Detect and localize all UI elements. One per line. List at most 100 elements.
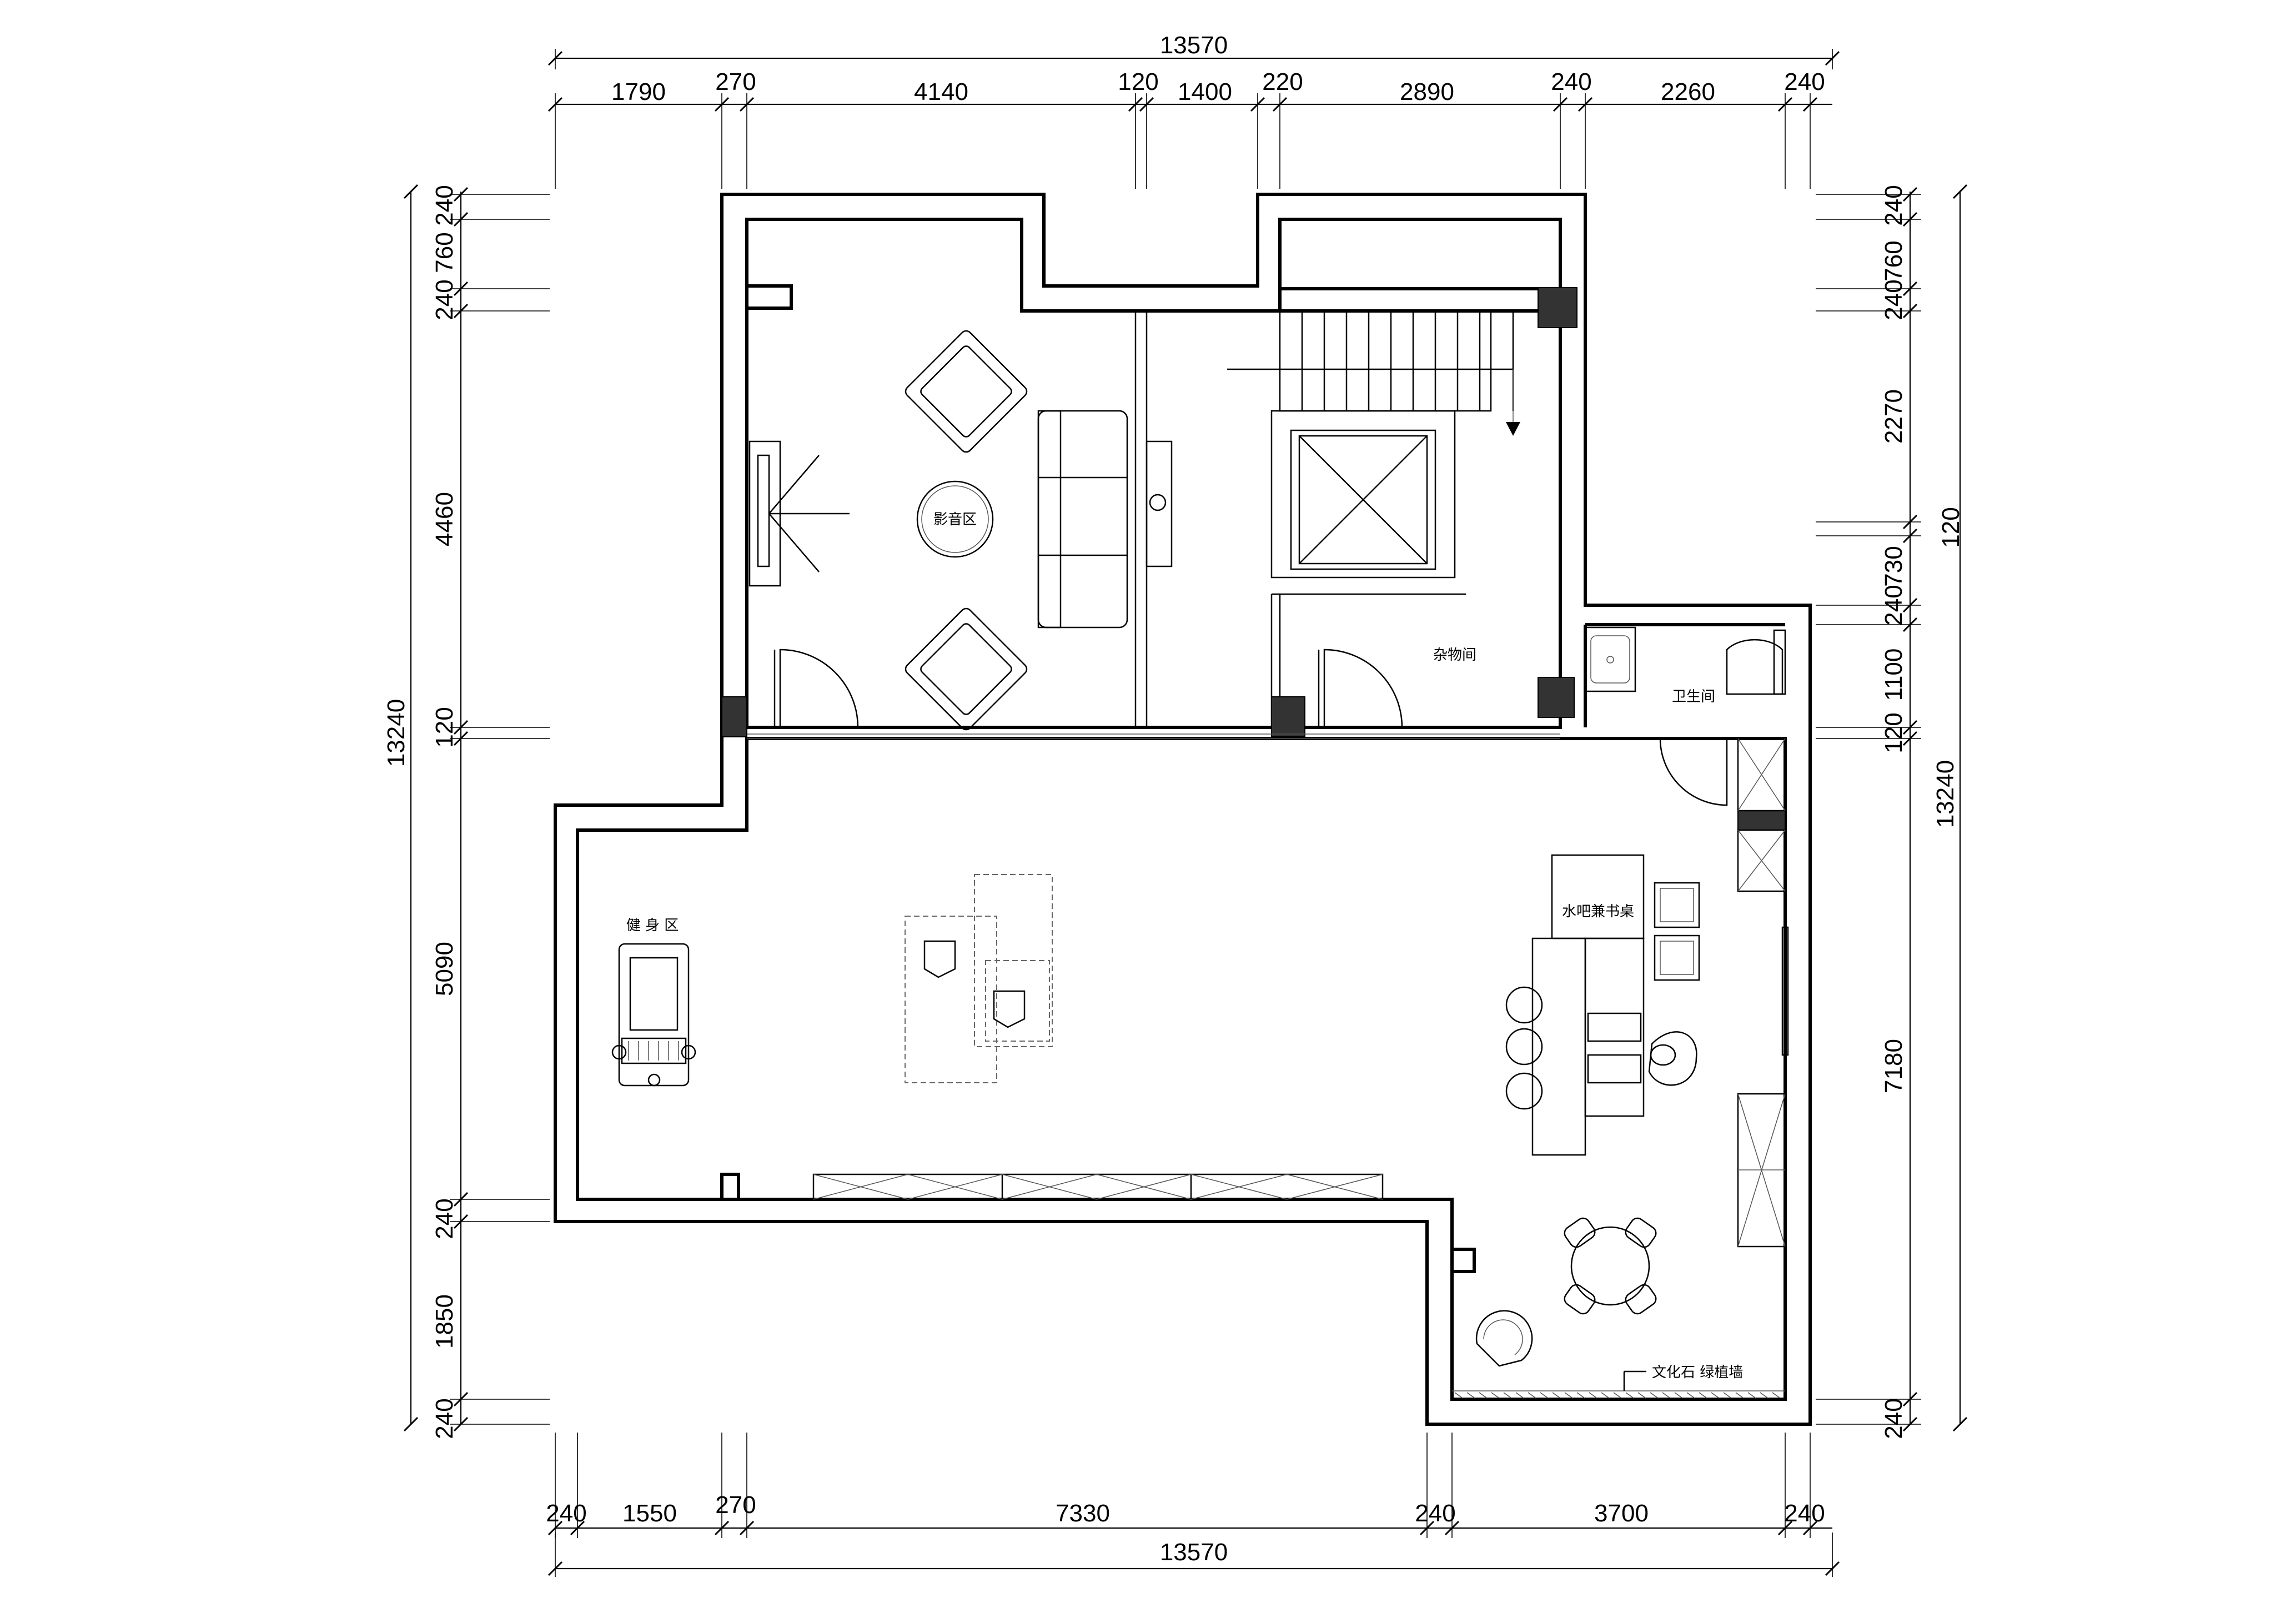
dim-top-4: 1400 bbox=[1178, 78, 1232, 105]
left-dimension-total: 13240 bbox=[383, 184, 419, 1432]
dim-left-8: 240 bbox=[431, 1398, 458, 1439]
desk-chair bbox=[923, 940, 956, 978]
stone-hatch bbox=[1576, 1392, 1585, 1399]
round-table bbox=[1570, 1226, 1650, 1306]
stool bbox=[1654, 934, 1700, 981]
gym-label: 健 身 区 bbox=[626, 917, 679, 934]
toilet bbox=[1726, 639, 1783, 695]
stone-hatch bbox=[1686, 1392, 1695, 1399]
dim-top-2: 4140 bbox=[914, 78, 968, 105]
dim-bottom-6: 240 bbox=[1784, 1500, 1825, 1527]
dim-bottom-2: 270 bbox=[715, 1491, 756, 1519]
bar-stool bbox=[1505, 1072, 1543, 1110]
stone-hatch bbox=[1540, 1392, 1549, 1399]
dim-bottom-total: 13570 bbox=[1160, 1539, 1228, 1566]
top-dimension-chain: 1790 270 4140 120 1400 220 2890 240 2260… bbox=[547, 68, 1832, 189]
bar-stool bbox=[1505, 1028, 1543, 1066]
right-dimension-chain: 240 760 240 2270 120 730 240 1100 120 71… bbox=[1816, 185, 1965, 1439]
stone-hatch bbox=[1491, 1392, 1500, 1399]
dim-right-total: 13240 bbox=[1932, 760, 1959, 828]
dim-right-5: 730 bbox=[1880, 546, 1907, 586]
dim-top-6: 2890 bbox=[1400, 78, 1454, 105]
stone-hatch bbox=[1650, 1392, 1659, 1399]
armchair-bottom bbox=[905, 607, 1028, 731]
dim-right-6: 240 bbox=[1880, 585, 1907, 625]
culture-stone-label: 文化石 绿植墙 bbox=[1652, 1364, 1743, 1381]
dim-top-8: 2260 bbox=[1661, 78, 1715, 105]
chair bbox=[1625, 1217, 1657, 1248]
stone-hatch bbox=[1454, 1392, 1463, 1399]
columns bbox=[721, 287, 1786, 831]
dim-top-3: 120 bbox=[1118, 68, 1158, 96]
door-storage bbox=[1323, 649, 1403, 728]
dim-top-1: 270 bbox=[715, 68, 756, 96]
opening-line bbox=[747, 733, 1560, 739]
dim-left-0: 240 bbox=[431, 185, 458, 225]
stone-hatch bbox=[1564, 1392, 1573, 1399]
elevator bbox=[1270, 410, 1456, 579]
stone-hatch bbox=[1528, 1392, 1536, 1399]
stone-hatch bbox=[1589, 1392, 1597, 1399]
stone-hatch bbox=[1613, 1392, 1622, 1399]
work-desk bbox=[905, 874, 1053, 1083]
av-zone-label: 影音区 bbox=[933, 511, 977, 528]
wall-shelf bbox=[1146, 440, 1173, 567]
lounge-chair bbox=[1475, 1310, 1533, 1367]
wash-basin bbox=[1584, 626, 1636, 692]
dim-left-6: 240 bbox=[431, 1198, 458, 1239]
stone-hatch bbox=[1723, 1392, 1732, 1399]
stone-hatch bbox=[1711, 1392, 1720, 1399]
stone-hatch bbox=[1760, 1392, 1769, 1399]
dim-right-3: 2270 bbox=[1880, 389, 1907, 444]
dim-bottom-1: 1550 bbox=[622, 1500, 677, 1527]
dim-top-7: 240 bbox=[1551, 68, 1591, 96]
stone-hatch bbox=[1772, 1392, 1781, 1399]
stone-hatch bbox=[1625, 1392, 1634, 1399]
dim-left-1: 760 bbox=[431, 232, 458, 273]
dim-top-0: 1790 bbox=[611, 78, 666, 105]
toilet-label: 卫生间 bbox=[1672, 689, 1715, 705]
stone-hatch bbox=[1479, 1392, 1488, 1399]
tv bbox=[757, 454, 770, 567]
bar-desk-label: 水吧兼书桌 bbox=[1562, 903, 1634, 920]
coffee-table bbox=[916, 480, 994, 558]
bar-stool bbox=[1505, 986, 1543, 1024]
dim-bottom-4: 240 bbox=[1415, 1500, 1455, 1527]
cabinet-mark bbox=[813, 1174, 908, 1200]
sofa bbox=[1037, 410, 1128, 629]
stone-hatch bbox=[1466, 1392, 1475, 1399]
dim-right-0: 240 bbox=[1880, 185, 1907, 225]
door-toilet bbox=[1659, 738, 1728, 806]
walls bbox=[554, 193, 1812, 1426]
dim-top-total: 13570 bbox=[1160, 32, 1228, 59]
armchair-top bbox=[905, 330, 1028, 453]
stone-hatch bbox=[1515, 1392, 1524, 1399]
bar-counter bbox=[1531, 937, 1586, 1156]
stone-hatch bbox=[1747, 1392, 1756, 1399]
dining: 文化石 绿植墙 bbox=[1452, 1217, 1785, 1399]
dim-top-9: 240 bbox=[1784, 68, 1825, 96]
dim-bottom-5: 3700 bbox=[1594, 1500, 1649, 1527]
cabinet-mark bbox=[1002, 1174, 1097, 1200]
stone-hatch bbox=[1552, 1392, 1561, 1399]
stool bbox=[1654, 882, 1700, 928]
cabinet-mark bbox=[1190, 1174, 1287, 1200]
cabinet-mark bbox=[1287, 1174, 1383, 1200]
dim-top-5: 220 bbox=[1262, 68, 1303, 96]
av-zone: 影音区 bbox=[748, 330, 1173, 731]
stone-hatch bbox=[1674, 1392, 1683, 1399]
cabinet-mark bbox=[1096, 1174, 1192, 1200]
stone-hatch bbox=[1503, 1392, 1512, 1399]
desk-chair bbox=[993, 990, 1026, 1028]
door-av bbox=[779, 649, 859, 728]
dim-left-2: 240 bbox=[431, 279, 458, 320]
chair bbox=[1625, 1284, 1657, 1315]
stone-hatch bbox=[1637, 1392, 1646, 1399]
dim-right-8: 120 bbox=[1880, 712, 1907, 753]
dim-right-9: 7180 bbox=[1880, 1039, 1907, 1093]
dim-left-total: 13240 bbox=[383, 699, 410, 767]
lower-cabinets bbox=[812, 1173, 1384, 1200]
dim-right-10: 240 bbox=[1880, 1398, 1907, 1439]
right-cabinets bbox=[1737, 737, 1789, 1248]
